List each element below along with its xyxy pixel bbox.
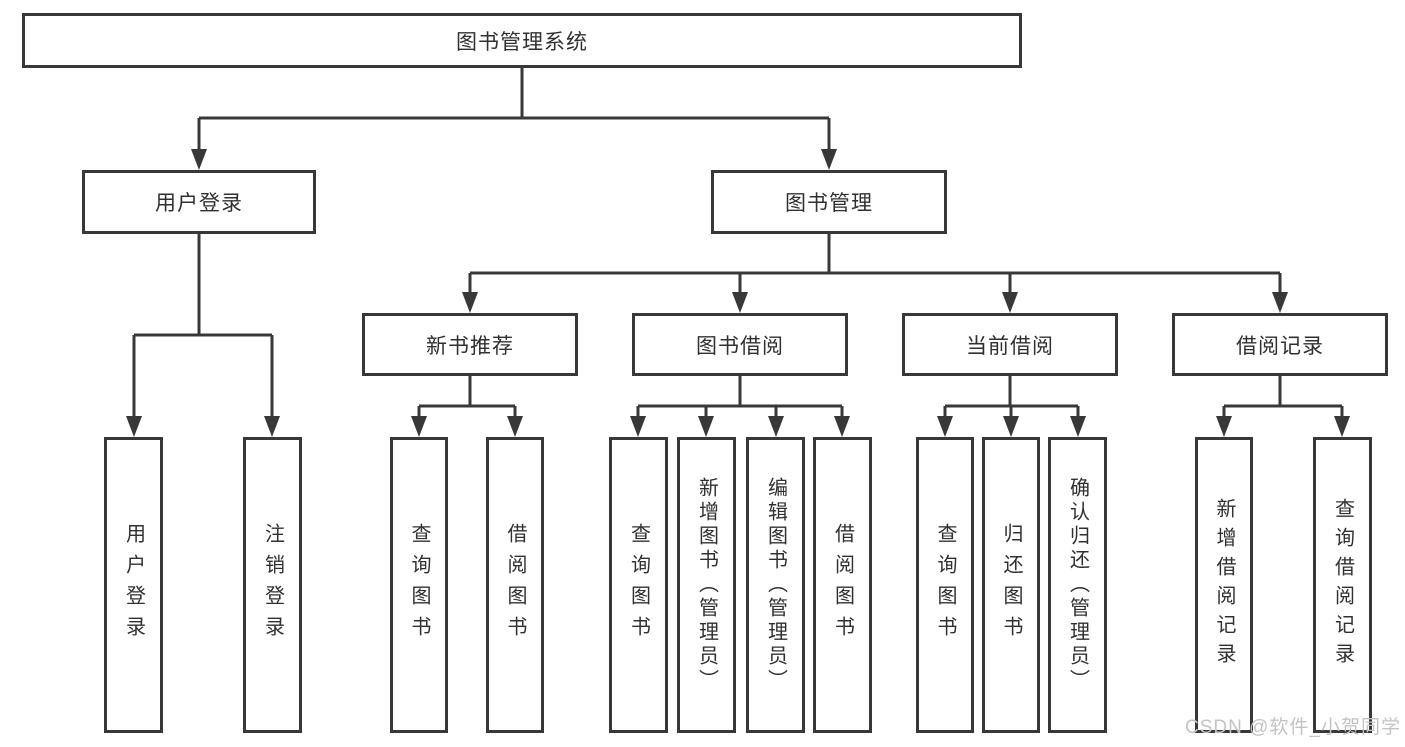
node-book-management-branch: 图书管理: [711, 170, 947, 234]
node-label: 新增借阅记录: [1213, 498, 1235, 672]
node-label: 借阅图书: [504, 523, 526, 647]
node-edit-books-admin: 编辑图书（管理员）: [746, 437, 805, 733]
node-label: 借阅记录: [1236, 334, 1324, 358]
node-label: 用户登录: [122, 523, 145, 647]
node-label: 用户登录: [155, 192, 243, 215]
node-add-borrow-record: 新增借阅记录: [1195, 437, 1253, 733]
node-label: 查询图书: [408, 523, 430, 647]
connector-new-book-to-leaves: [417, 376, 517, 417]
node-query-borrow-record: 查询借阅记录: [1313, 437, 1372, 733]
connector-user-login-to-leaves: [132, 234, 274, 417]
node-label: 归还图书: [1000, 523, 1022, 647]
connector-book-management-to-level3: [468, 234, 1282, 293]
connector-borrow-record-to-leaves: [1222, 376, 1344, 417]
node-label: 图书管理系统: [456, 30, 588, 54]
node-label: 图书管理: [785, 192, 873, 215]
node-label: 新书推荐: [426, 334, 514, 358]
connector-book-borrow-to-leaves: [636, 376, 844, 417]
node-book-borrowing: 图书借阅: [632, 313, 848, 376]
arrowheads: [126, 149, 1350, 437]
node-label: 编辑图书（管理员）: [764, 477, 787, 693]
node-new-book-recommend: 新书推荐: [362, 313, 578, 376]
node-label: 查询图书: [934, 523, 956, 647]
node-label: 注销登录: [261, 523, 284, 647]
node-label: 图书借阅: [696, 334, 784, 358]
watermark: CSDN @软件_小贺同学: [1185, 717, 1401, 738]
node-current-borrowing: 当前借阅: [902, 313, 1118, 376]
node-user-login: 用户登录: [104, 437, 163, 733]
node-label: 新增图书（管理员）: [695, 477, 718, 693]
node-return-books: 归还图书: [982, 437, 1040, 733]
node-label: 借阅图书: [831, 523, 854, 647]
node-query-books-recommend: 查询图书: [390, 437, 448, 733]
node-label: 查询借阅记录: [1331, 498, 1354, 672]
connector-current-borrow-to-leaves: [943, 376, 1080, 417]
node-query-books-current: 查询图书: [916, 437, 974, 733]
node-borrowing-records: 借阅记录: [1172, 313, 1388, 376]
connector-root-to-level2: [197, 68, 831, 150]
node-borrow-books-recommend: 借阅图书: [486, 437, 544, 733]
node-label: 确认归还（管理员）: [1066, 477, 1089, 693]
node-label: 查询图书: [627, 523, 650, 647]
node-borrow-books: 借阅图书: [813, 437, 872, 733]
node-label: 当前借阅: [966, 334, 1054, 358]
node-query-books-borrow: 查询图书: [609, 437, 668, 733]
node-logout: 注销登录: [243, 437, 302, 733]
node-confirm-return-admin: 确认归还（管理员）: [1048, 437, 1107, 733]
node-add-books-admin: 新增图书（管理员）: [677, 437, 736, 733]
node-user-login-branch: 用户登录: [82, 170, 316, 234]
node-library-management-system: 图书管理系统: [22, 13, 1022, 68]
